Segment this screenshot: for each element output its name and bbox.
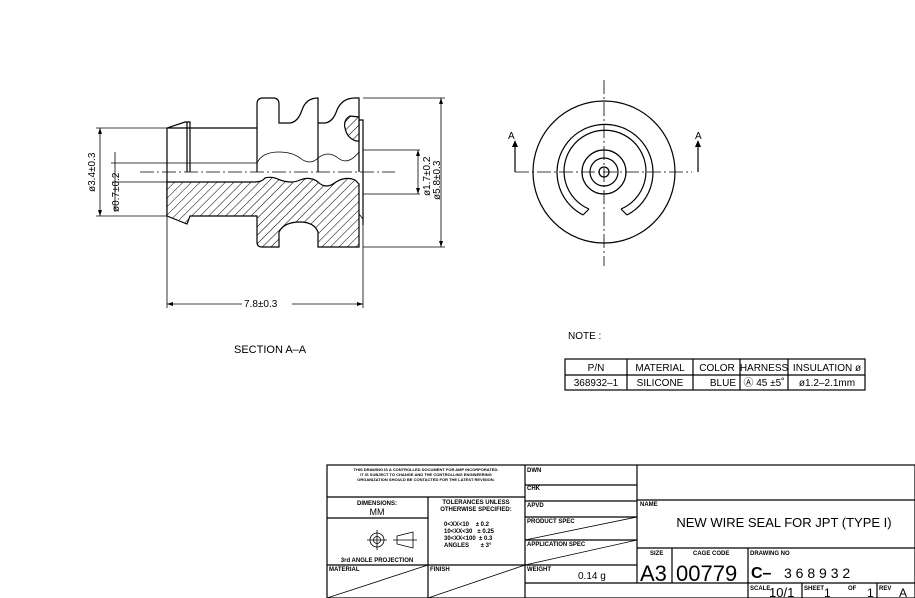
notice-line: THIS DRAWING IS A CONTROLLED DOCUMENT FO… (354, 467, 499, 472)
cell-harness: Ⓐ 45 ±5˚ (743, 377, 784, 389)
cell-pn: 368932–1 (574, 378, 619, 389)
cell-insulation: ø1.2–2.1mm (799, 378, 855, 389)
sheet-value: 1 (824, 586, 831, 598)
cage-code-label: CAGE CODE (693, 551, 729, 557)
sheet-label: SHEET (804, 586, 824, 592)
cell-color: BLUE (710, 378, 736, 389)
notice-line: ORGANIZATION SHOULD BE CONTACTED FOR THE… (357, 477, 495, 482)
tolerance-row: 30<XX<100 ± 0.3 (444, 536, 493, 542)
rev-value: A (899, 586, 907, 598)
dimensions-label: DIMENSIONS: (357, 501, 397, 507)
section-mark-left: A (508, 131, 515, 142)
size-label: SIZE (650, 551, 663, 557)
notice-line: IT IS SUBJECT TO CHANGE AND THE CONTROLL… (360, 472, 492, 477)
name-label: NAME (640, 502, 658, 508)
drawing-no-value: 3 6 8 9 3 2 (784, 565, 850, 581)
cell-material: SILICONE (637, 378, 684, 389)
rev-label: REV (879, 586, 891, 592)
material-label: MATERIAL (329, 567, 360, 573)
drawing-no-prefix: C– (751, 565, 772, 582)
tolerance-row: 10<XX<30 ± 0.25 (444, 529, 495, 535)
header-insulation: INSULATION ø (793, 363, 861, 374)
dim-body-diameter: ø5.8±0.3 (432, 160, 443, 200)
tolerance-row: ANGLES ± 3° (444, 543, 492, 549)
chk-label: CHK (527, 486, 541, 492)
weight-value: 0.14 g (578, 571, 606, 582)
dim-length: 7.8±0.3 (244, 299, 278, 310)
dimensions-value: MM (370, 507, 385, 517)
drawing-name: NEW WIRE SEAL FOR JPT (TYPE I) (676, 515, 891, 530)
note-label: NOTE : (568, 331, 601, 342)
cage-code-value: 00779 (676, 561, 737, 586)
application-spec-label: APPLICATION SPEC (527, 542, 586, 548)
dwn-label: DWN (527, 468, 541, 474)
note-table: NOTE : P/N MATERIAL COLOR HARNESS INSULA… (564, 331, 866, 391)
scale-value: 10/1 (769, 585, 794, 598)
weight-label: WEIGHT (527, 567, 551, 573)
section-mark-right: A (695, 131, 702, 142)
tolerances-title: OTHERWISE SPECIFIED: (440, 507, 512, 513)
apvd-label: APVD (527, 503, 544, 509)
finish-label: FINISH (430, 567, 450, 573)
drawing-no-label: DRAWING NO (750, 551, 790, 557)
projection-symbol-icon (367, 530, 417, 550)
tolerance-row: 0<XX<10 ± 0.2 (444, 522, 490, 528)
dim-inner-diameter: ø1.7±0.2 (422, 156, 433, 196)
of-value: 1 (867, 586, 874, 598)
of-label: OF (848, 586, 857, 592)
title-block: THIS DRAWING IS A CONTROLLED DOCUMENT FO… (326, 464, 915, 598)
scale-label: SCALE (750, 586, 770, 592)
end-view: A A (508, 80, 702, 266)
product-spec-label: PRODUCT SPEC (527, 519, 575, 525)
header-color: COLOR (699, 363, 735, 374)
tolerances-title: TOLERANCES UNLESS (442, 500, 509, 506)
size-value: A3 (640, 561, 667, 586)
dim-bore-diameter: ø0.7±0.2 (111, 172, 122, 212)
header-pn: P/N (588, 363, 605, 374)
header-harness: HARNESS (740, 363, 789, 374)
header-material: MATERIAL (635, 363, 685, 374)
section-label: SECTION A–A (234, 344, 307, 356)
section-view: ø3.4±0.3 ø0.7±0.2 ø1.7±0.2 ø5.8±0.3 7.8±… (87, 97, 445, 356)
dim-outer-tube-diameter: ø3.4±0.3 (87, 152, 98, 192)
projection-label: 3rd ANGLE PROJECTION (341, 558, 413, 564)
